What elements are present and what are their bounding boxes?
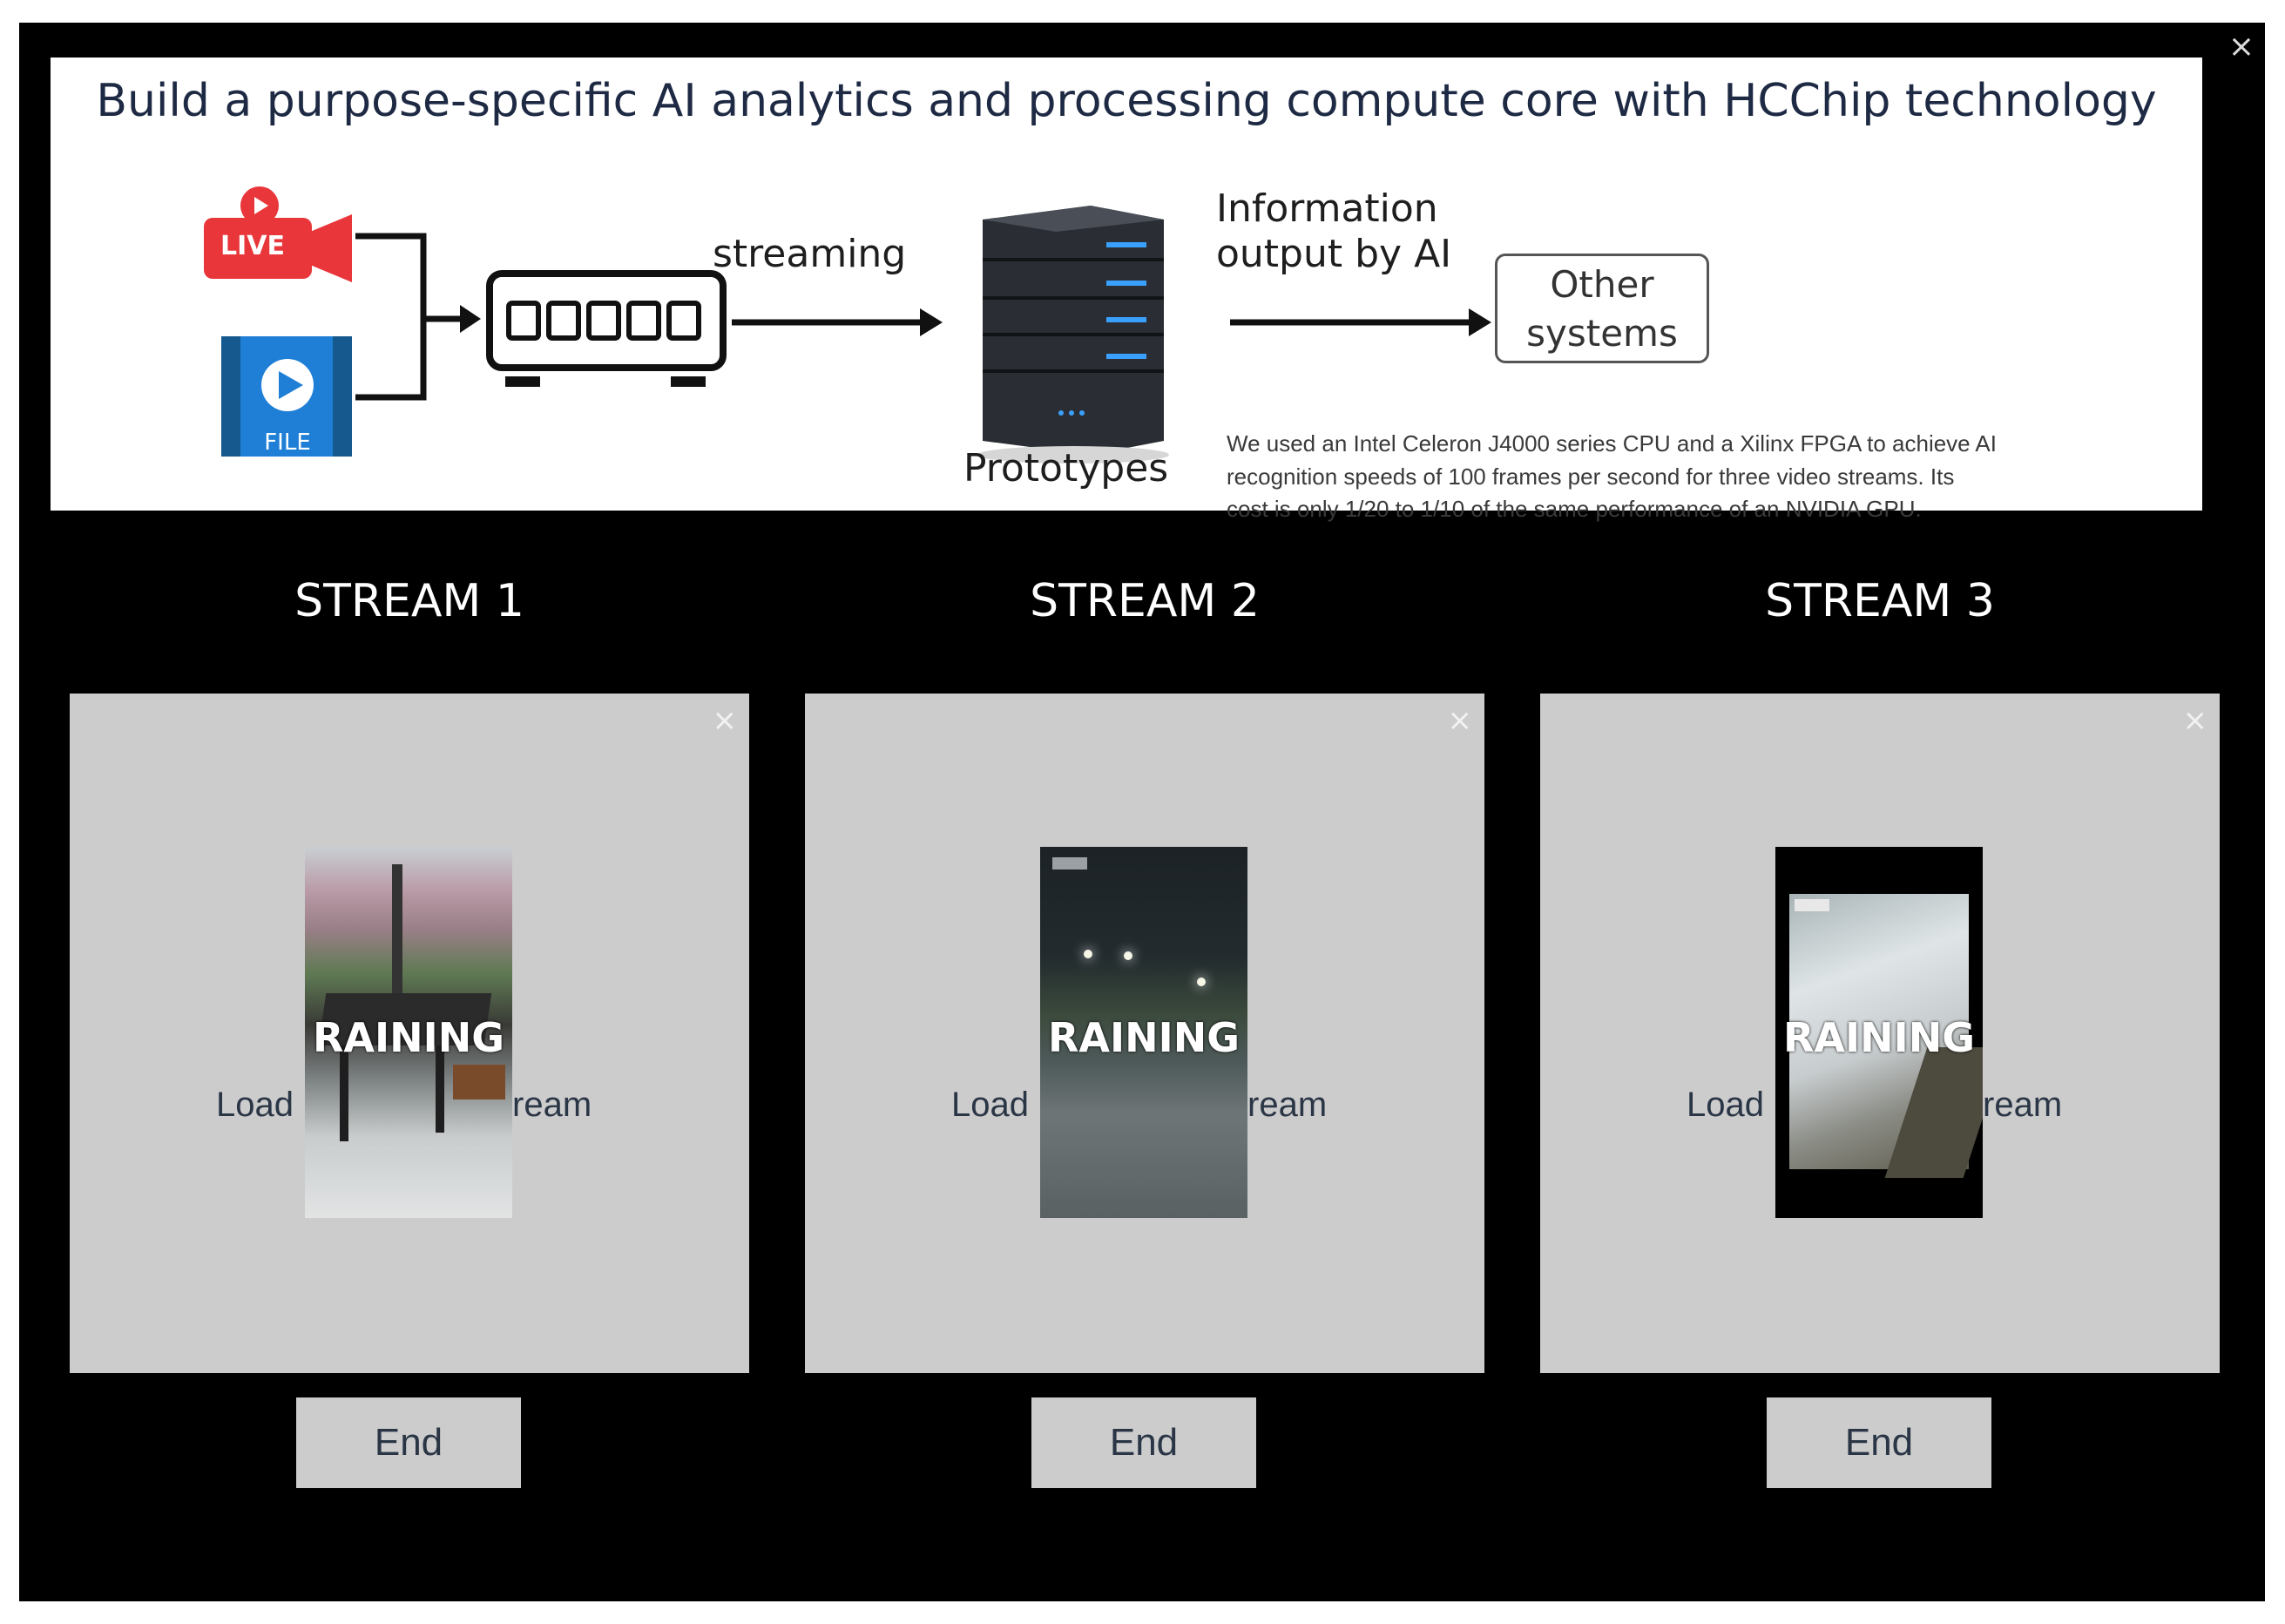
stream-3-end-button[interactable]: End: [1767, 1397, 1991, 1488]
streaming-label: streaming: [713, 232, 907, 276]
note-line1: We used an Intel Celeron J4000 series CP…: [1227, 430, 1997, 457]
prototypes-label: Prototypes: [963, 446, 1169, 491]
source-connector: [355, 233, 460, 401]
other-systems-box: [1495, 254, 1709, 363]
stream-3-load-text-left: Load: [1687, 1086, 1764, 1124]
stream-2-load-text-right: ream: [1247, 1086, 1328, 1124]
note-line3: cost is only 1/20 to 1/10 of the same pe…: [1227, 496, 1922, 522]
stream-1-video-frame: RAINING: [305, 847, 512, 1218]
stream-3-panel[interactable]: × Load ream RAINING: [1540, 694, 2220, 1373]
live-icon-label: LIVE: [220, 231, 285, 261]
file-icon-label: FILE: [264, 430, 311, 456]
streaming-arrowhead: [920, 308, 943, 336]
stream-3-video-frame: RAINING: [1775, 847, 1983, 1218]
stream-1-title: STREAM 1: [294, 575, 524, 627]
stream-3-raining-label: RAINING: [1782, 1014, 1975, 1061]
stream-3-close-button[interactable]: ×: [2182, 703, 2208, 738]
other-systems-line2: systems: [1526, 312, 1678, 355]
output-arrowhead: [1469, 308, 1491, 336]
architecture-diagram: LIVE FILE: [204, 186, 1491, 464]
video-file-icon: FILE: [221, 336, 352, 457]
stream-1-close-button[interactable]: ×: [712, 703, 738, 738]
server-icon: [977, 206, 1169, 464]
banner-title: Build a purpose-specific AI analytics an…: [96, 75, 2157, 127]
stream-3-load-text-right: ream: [1983, 1086, 2063, 1124]
close-window-button[interactable]: ×: [2228, 29, 2255, 64]
arrow-to-switch: [460, 305, 481, 333]
live-camera-icon: LIVE: [204, 186, 352, 282]
stream-2-raining-label: RAINING: [1047, 1014, 1240, 1061]
stream-2-close-button[interactable]: ×: [1447, 703, 1473, 738]
other-systems-line1: Other: [1550, 263, 1654, 306]
network-switch-icon: [486, 270, 727, 387]
banner: Build a purpose-specific AI analytics an…: [51, 58, 2202, 522]
info-label-line2: output by AI: [1216, 232, 1452, 276]
stream-1-end-button[interactable]: End: [296, 1397, 521, 1488]
stream-2-video-frame: RAINING: [1040, 847, 1247, 1218]
stream-1-raining-label: RAINING: [312, 1014, 504, 1061]
note-line2: recognition speeds of 100 frames per sec…: [1227, 464, 1955, 490]
info-label-line1: Information: [1216, 186, 1438, 231]
stream-3-title: STREAM 3: [1765, 575, 1995, 627]
stream-2-title: STREAM 2: [1030, 575, 1260, 627]
stream-2-end-button[interactable]: End: [1031, 1397, 1256, 1488]
stream-1-load-text-left: Load: [216, 1086, 294, 1124]
stream-1-load-text-right: ream: [512, 1086, 592, 1124]
stream-1-panel[interactable]: × Load ream RAINING: [70, 694, 749, 1373]
stream-2-panel[interactable]: × Load ream RAINING: [805, 694, 1484, 1373]
stream-2-load-text-left: Load: [951, 1086, 1029, 1124]
